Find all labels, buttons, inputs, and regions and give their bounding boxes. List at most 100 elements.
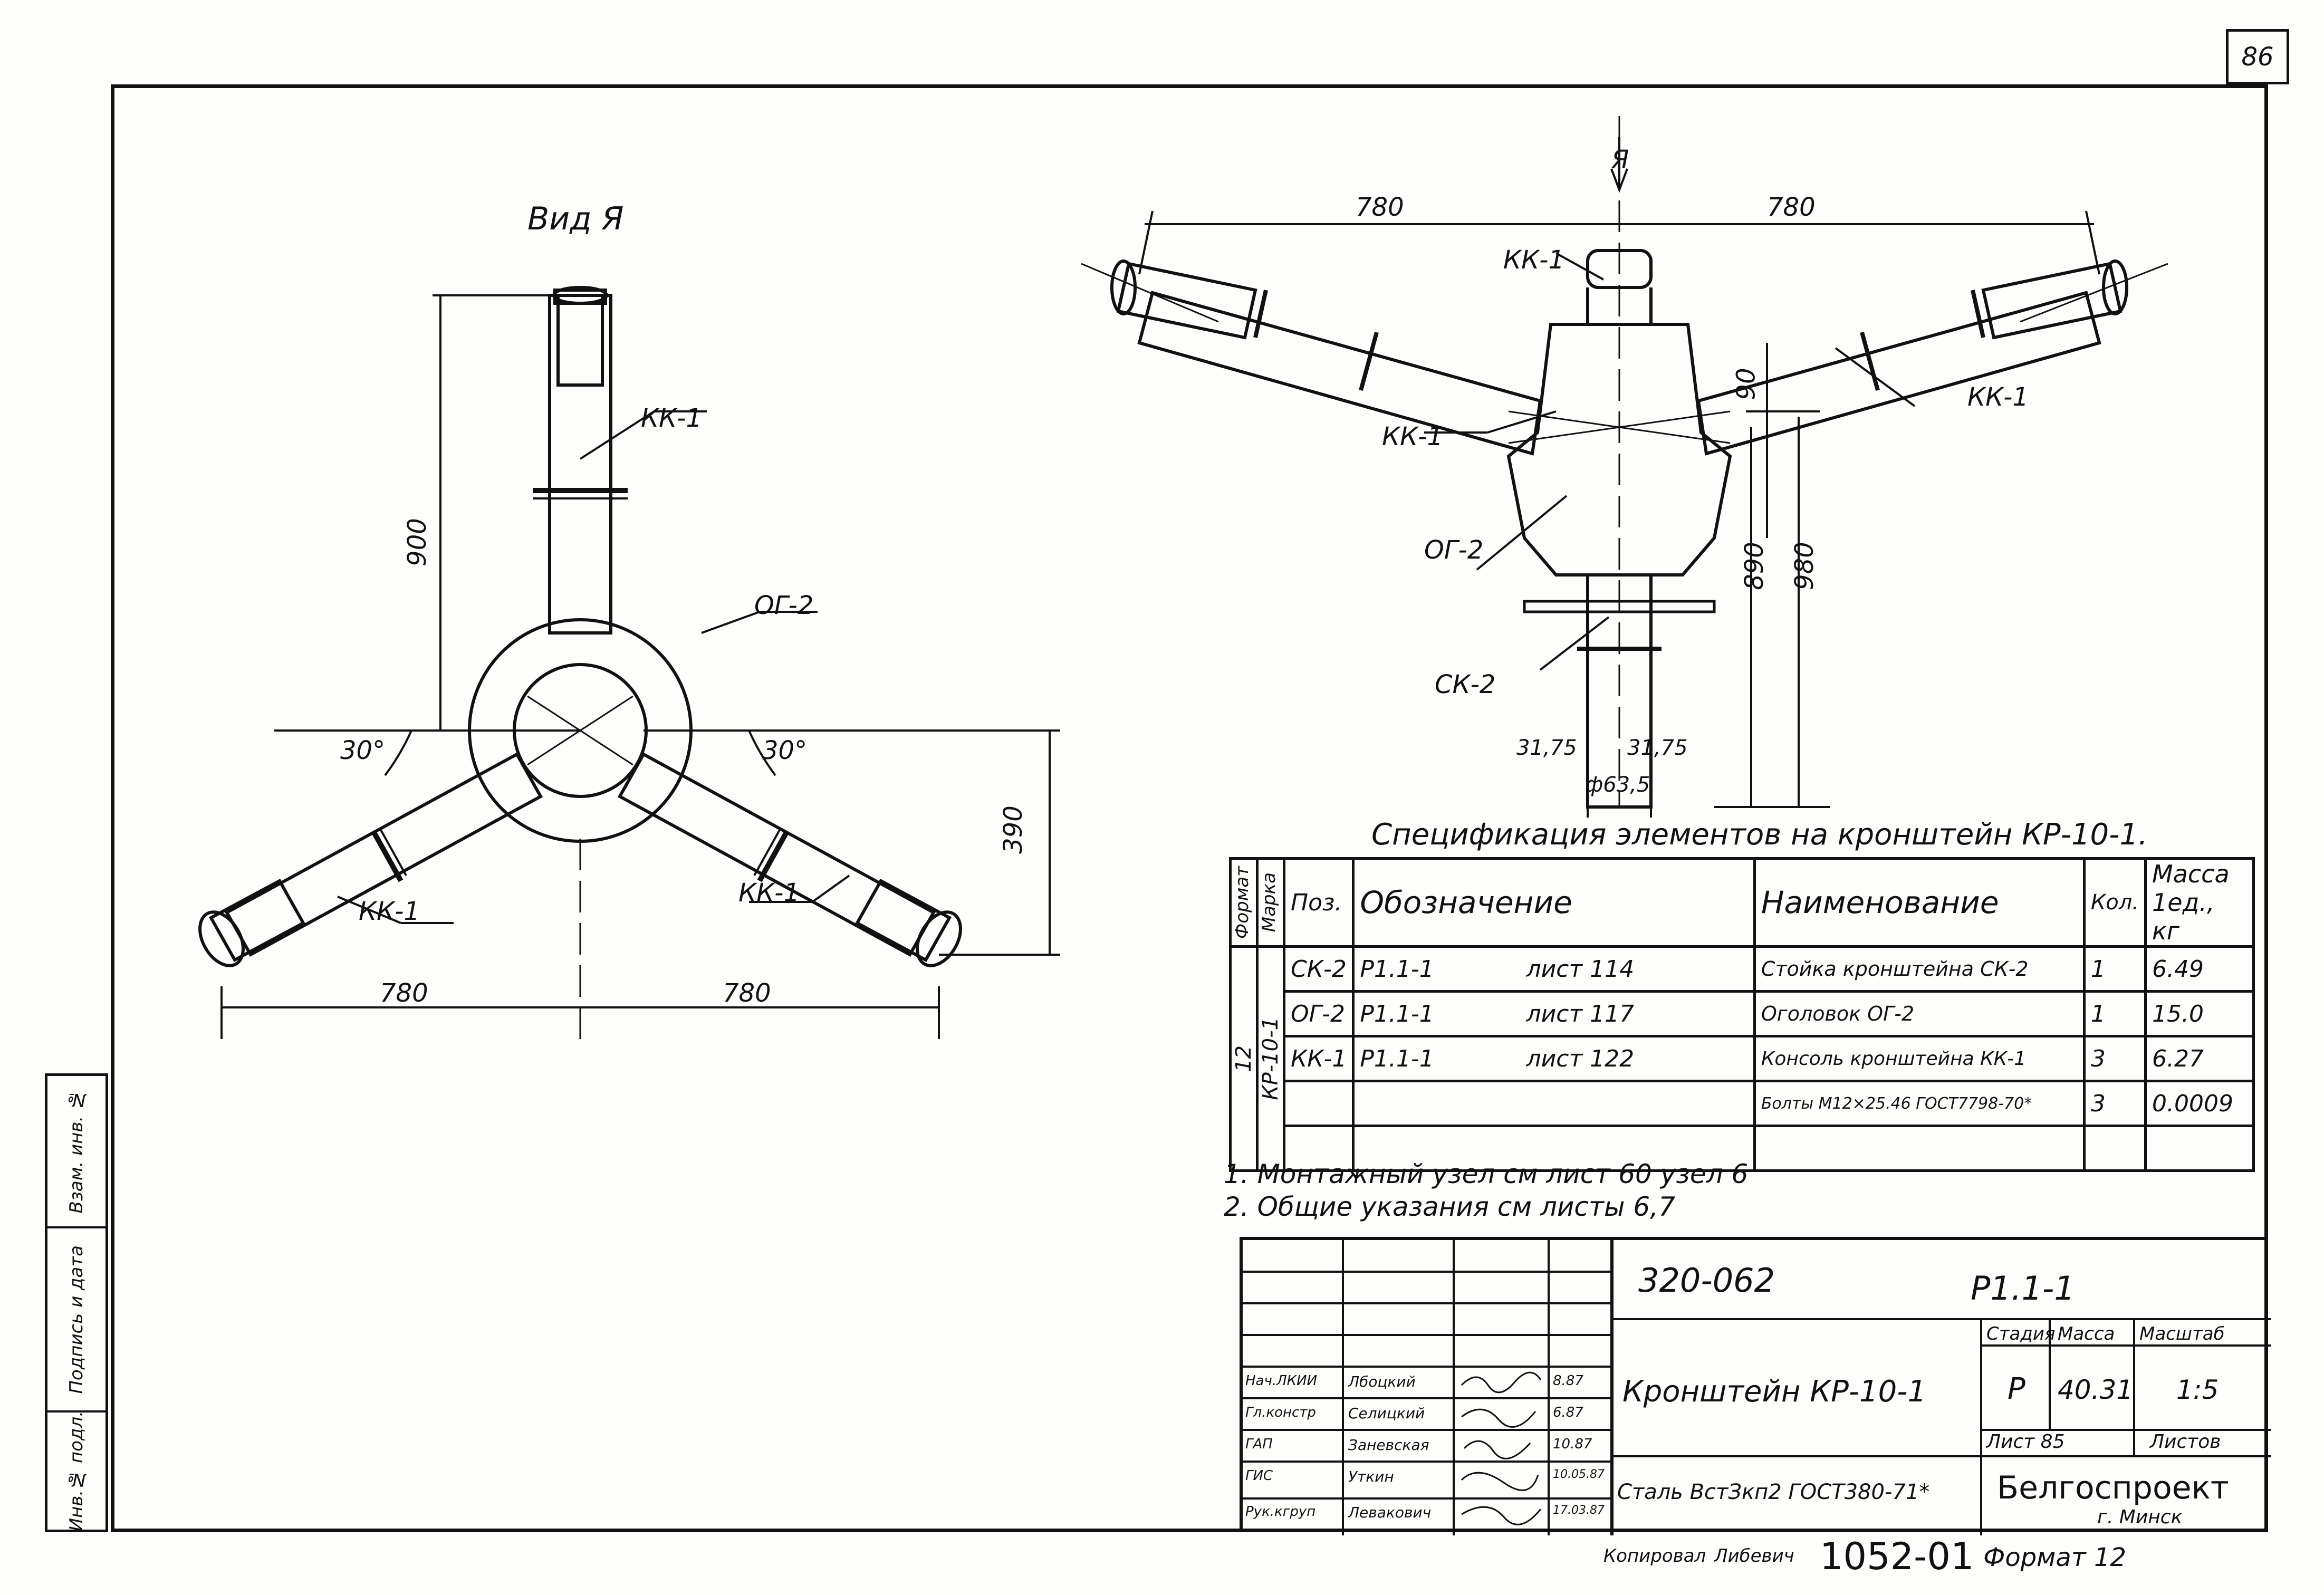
spec-sheet: лист 114	[1521, 945, 1756, 993]
spec-row: Болты М12×25.46 ГОСТ7798-70* 3 0.0009	[1231, 1080, 2255, 1127]
dim-780-right-view-left: 780	[1356, 193, 1404, 222]
angle-right: 30°	[762, 736, 808, 765]
staff-name: Левакович	[1348, 1504, 1432, 1521]
spec-header-qty: Кол.	[2082, 857, 2147, 948]
staff-role: Гл.констр	[1245, 1405, 1316, 1420]
doc-name: Кронштейн КР-10-1	[1622, 1375, 1927, 1409]
label-kk-1-left: КК-1	[359, 897, 420, 926]
spec-row: КК-1 Р1.1-1 лист 122 Консоль кронштейна …	[1231, 1035, 2255, 1082]
right-view-drawing	[1081, 116, 2168, 818]
dim-780-left: 780	[380, 978, 428, 1008]
notes: 1. Монтажный узел см лист 60 узел 6 2. О…	[1224, 1158, 1748, 1223]
label-kk-1-left-right: КК-1	[1382, 422, 1444, 451]
spec-pos: СК-2	[1282, 945, 1355, 993]
stage-value: Р	[2008, 1372, 2025, 1406]
spec-header-mass: Масса 1ед., кг	[2144, 857, 2255, 948]
dim-980: 980	[1789, 542, 1819, 590]
kk-1-left-arm	[224, 752, 543, 957]
side-stamp-replace: Взам. инв. №	[66, 1089, 87, 1214]
staff-name: Лбоцкий	[1348, 1373, 1416, 1390]
spec-des	[1352, 1080, 1521, 1127]
sheet-number: Лист 85	[1986, 1431, 2065, 1453]
drawing-frame	[111, 84, 2268, 1532]
og-2-head	[1506, 323, 1732, 576]
spec-pos	[1282, 1080, 1355, 1127]
spec-header-mark: Марка	[1259, 872, 1280, 933]
spec-sheet: лист 117	[1521, 990, 1756, 1037]
staff-role: ГАП	[1245, 1436, 1273, 1452]
scale-value: 1:5	[2176, 1375, 2219, 1405]
staff-name: Уткин	[1348, 1468, 1394, 1485]
spec-mass: 6.49	[2144, 945, 2255, 993]
spec-qty: 1	[2082, 990, 2147, 1037]
label-kk-1-top: КК-1	[641, 403, 703, 433]
spec-table: Формат Марка Поз. Обозначение Наименован…	[1229, 857, 2255, 1172]
doc-series: Р1.1-1	[1971, 1269, 2075, 1308]
staff-date: 10.87	[1553, 1436, 1592, 1452]
spec-pos: ОГ-2	[1282, 990, 1355, 1037]
staff-name: Заневская	[1348, 1436, 1429, 1454]
spec-header-pos: Поз.	[1282, 857, 1355, 948]
staff-role: Рук.кгруп	[1245, 1504, 1316, 1520]
side-stamp-inv: Инв.№ подл.	[66, 1410, 87, 1532]
copied-label: Копировал	[1603, 1545, 1706, 1567]
kk-1-right-arm	[617, 752, 936, 957]
spec-format-value: 12	[1232, 1045, 1256, 1072]
spec-name: Оголовок ОГ-2	[1753, 990, 2086, 1037]
doc-material: Сталь ВстЗкп2 ГОСТ380-71*	[1617, 1480, 1930, 1504]
spec-sheet: лист 122	[1521, 1035, 1756, 1082]
spec-mark-value: КР-10-1	[1259, 1017, 1283, 1100]
label-og-2: ОГ-2	[754, 591, 814, 620]
kk-1-left-arm-side	[1137, 291, 1542, 456]
scale-header: Масштаб	[2139, 1323, 2225, 1344]
org-name: Белгоспроект	[1997, 1469, 2229, 1506]
spec-mass: 0.0009	[2144, 1080, 2255, 1127]
doc-code: 320-062	[1638, 1261, 1775, 1300]
dim-90: 90	[1731, 368, 1761, 400]
side-stamp-signature: Подпись и дата	[66, 1245, 87, 1394]
mass-value: 40.31	[2058, 1375, 2134, 1405]
spec-header-designation: Обозначение	[1352, 857, 1756, 948]
spec-name: Болты М12×25.46 ГОСТ7798-70*	[1753, 1080, 2086, 1127]
org-city: г. Минск	[2097, 1506, 2183, 1528]
staff-date: 6.87	[1553, 1405, 1583, 1420]
left-view-drawing	[198, 286, 1060, 1039]
staff-role: Нач.ЛКИИ	[1245, 1373, 1318, 1389]
spec-qty: 3	[2082, 1035, 2147, 1082]
staff-date: 17.03.87	[1553, 1504, 1605, 1517]
kk-1-right-arm-side	[1696, 291, 2101, 456]
spec-mass: 6.27	[2144, 1035, 2255, 1082]
arrow-label-ya: Я	[1611, 145, 1629, 175]
angle-left: 30°	[340, 736, 386, 765]
spec-pos: КК-1	[1282, 1035, 1355, 1082]
dim-31-75-right: 31,75	[1627, 736, 1688, 760]
spec-header-format: Формат	[1232, 866, 1253, 939]
doc-number: 1052-01	[1820, 1535, 1974, 1578]
dim-diameter: ф63,5	[1585, 773, 1650, 797]
title-block: 320-062 Р1.1-1 Кронштейн КР-10-1 Сталь В…	[1240, 1237, 2271, 1535]
format-label: Формат 12	[1983, 1543, 2127, 1572]
spec-header-name: Наименование	[1753, 857, 2086, 948]
dim-900: 900	[402, 518, 432, 566]
staff-role: ГИС	[1245, 1468, 1273, 1484]
spec-des: Р1.1-1	[1352, 990, 1521, 1037]
label-og-2-right: ОГ-2	[1424, 535, 1484, 565]
dim-390: 390	[998, 805, 1028, 854]
staff-name: Селицкий	[1348, 1405, 1425, 1422]
view-title: Вид Я	[527, 200, 624, 237]
spec-mass: 15.0	[2144, 990, 2255, 1037]
spec-qty: 1	[2082, 945, 2147, 993]
label-kk-1-top-right: КК-1	[1503, 245, 1565, 275]
spec-name: Стойка кронштейна СК-2	[1753, 945, 2086, 993]
dim-31-75-left: 31,75	[1516, 736, 1577, 760]
copier-name: Либевич	[1714, 1545, 1794, 1567]
staff-date: 10.05.87	[1553, 1468, 1605, 1481]
dim-780-right-view-right: 780	[1767, 193, 1816, 222]
spec-row: 12 КР-10-1 СК-2 Р1.1-1 лист 114 Стойка к…	[1229, 945, 2255, 1172]
label-kk-1-right-right: КК-1	[1967, 382, 2029, 412]
dim-780-right: 780	[723, 978, 771, 1008]
label-sk-2: СК-2	[1435, 670, 1496, 699]
staff-date: 8.87	[1553, 1373, 1583, 1389]
note-2: 2. Общие указания см листы 6,7	[1224, 1192, 1675, 1222]
spec-des: Р1.1-1	[1352, 1035, 1521, 1082]
